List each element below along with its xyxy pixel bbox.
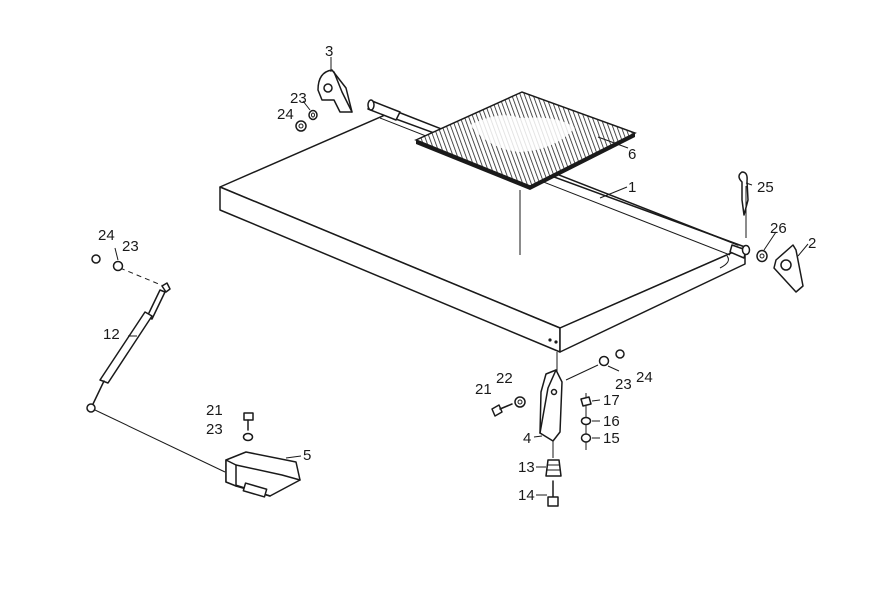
hinge-pin-left xyxy=(367,99,401,121)
washer-16 xyxy=(580,416,592,426)
callout-23-left: 23 xyxy=(122,238,139,255)
bolt-21-arm xyxy=(491,403,513,417)
washer-22 xyxy=(514,396,526,408)
callout-12: 12 xyxy=(103,326,120,343)
bolt-21-bracket5 xyxy=(243,412,254,431)
callout-16: 16 xyxy=(603,413,620,430)
bolt-14 xyxy=(547,480,559,507)
callout-22: 22 xyxy=(496,370,513,387)
callout-26: 26 xyxy=(770,220,787,237)
callout-24-arm: 24 xyxy=(636,369,653,386)
strut-mount-bracket xyxy=(225,451,301,498)
nut-24-left xyxy=(91,254,101,264)
callout-24-left: 24 xyxy=(98,227,115,244)
callout-15: 15 xyxy=(603,430,620,447)
callout-6: 6 xyxy=(628,146,636,163)
callout-4: 4 xyxy=(523,430,531,447)
callout-14: 14 xyxy=(518,487,535,504)
callout-labels: 3 23 24 6 1 25 26 2 24 23 12 21 23 5 22 … xyxy=(98,43,816,504)
screw-17 xyxy=(580,396,592,407)
callout-25: 25 xyxy=(757,179,774,196)
hinge-pin-right xyxy=(729,244,751,259)
left-hinge-bracket xyxy=(317,69,353,113)
callout-23-arm: 23 xyxy=(615,376,632,393)
callout-21-bracket5: 21 xyxy=(206,402,223,419)
callout-23-bracket5: 23 xyxy=(206,421,223,438)
nut-23-arm xyxy=(598,355,610,367)
callout-2: 2 xyxy=(808,235,816,252)
nut-15 xyxy=(580,433,592,443)
callout-17: 17 xyxy=(603,392,620,409)
support-arm xyxy=(539,369,563,442)
callout-1: 1 xyxy=(628,179,636,196)
rubber-mat xyxy=(414,91,637,190)
callout-23-top: 23 xyxy=(290,90,307,107)
washer-26 xyxy=(756,249,768,263)
nut-24-arm xyxy=(615,349,625,359)
table-plate xyxy=(219,109,746,353)
callout-21-arm: 21 xyxy=(475,381,492,398)
callout-13: 13 xyxy=(518,459,535,476)
washer-23-left xyxy=(112,260,124,272)
rubber-foot-13 xyxy=(545,459,562,477)
callout-3: 3 xyxy=(325,43,333,60)
washer-23-bracket5 xyxy=(242,432,254,442)
washer-23-top xyxy=(308,109,318,121)
callout-5: 5 xyxy=(303,447,311,464)
leader-lines xyxy=(114,57,809,496)
callout-24-top: 24 xyxy=(277,106,294,123)
gas-strut xyxy=(86,267,226,473)
nut-24-top xyxy=(295,120,307,132)
cotter-pin-25 xyxy=(738,171,749,238)
right-hinge-bracket xyxy=(773,244,804,293)
